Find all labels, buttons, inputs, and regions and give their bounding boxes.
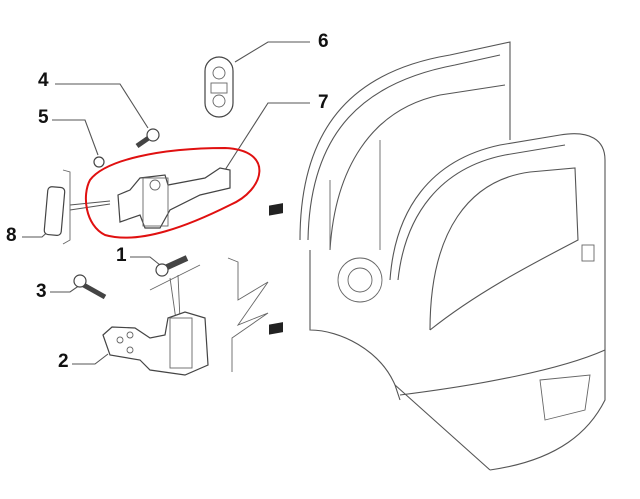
leader-lines [22,41,310,372]
bolt-1-part [155,255,189,277]
callout-5: 5 [38,107,49,128]
plate-part [43,186,66,236]
highlight-circle [84,146,261,239]
callout-3: 3 [36,281,47,302]
door-body [269,41,606,471]
hinge-part [102,311,209,376]
check-strap-part [117,167,231,229]
screw-4-part [135,128,160,149]
nut-part [93,156,105,168]
callout-7: 7 [318,92,329,113]
grommet-part [204,56,234,118]
callout-4: 4 [38,70,49,91]
callout-2: 2 [58,351,69,372]
callout-8: 8 [6,225,17,246]
screw-3-part [73,274,107,300]
callout-1: 1 [116,245,127,266]
callout-6: 6 [318,31,329,52]
